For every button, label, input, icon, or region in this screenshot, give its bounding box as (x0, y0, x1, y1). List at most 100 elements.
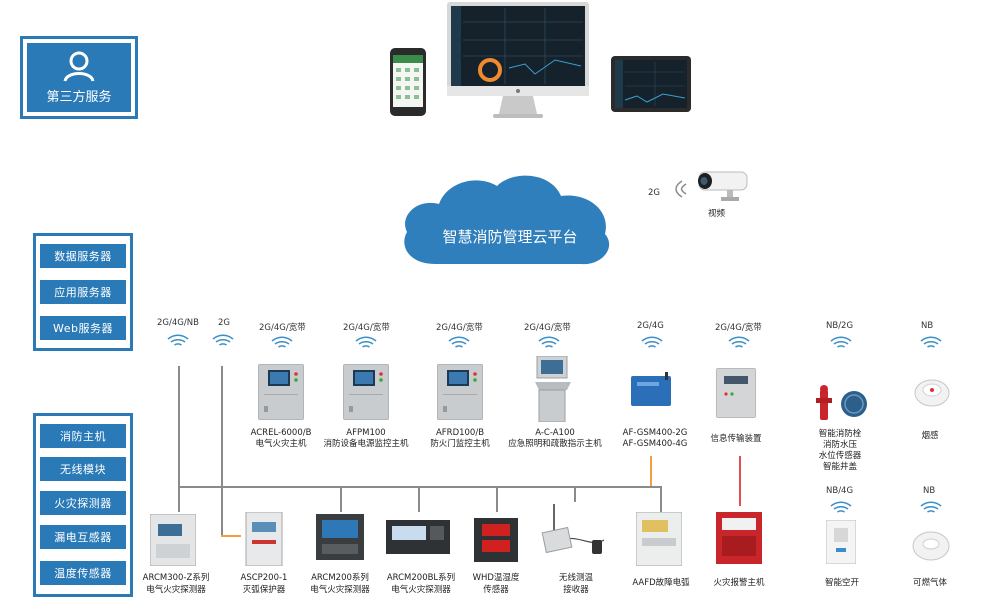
cloud-platform (404, 175, 610, 265)
wifi-icon (830, 501, 852, 515)
device-name: 火灾报警主机 (713, 578, 765, 588)
gas-detector-icon (912, 531, 950, 561)
temperature-sensor-button[interactable]: 温度传感器 (40, 561, 126, 585)
arc-fault-detector-icon (636, 512, 682, 566)
camera-network-label: 2G (648, 188, 660, 198)
web-server-button[interactable]: Web服务器 (40, 316, 126, 340)
user-icon (63, 51, 95, 82)
arc-protector-icon (245, 512, 283, 566)
device-name: 信息传输装置 (710, 434, 762, 444)
smoke-detector-icon (914, 379, 950, 407)
device-name: 可燃气体 (912, 578, 947, 588)
phone-icon (390, 48, 426, 116)
device-name: 智能空开 (824, 578, 859, 588)
wireless-module-button[interactable]: 无线模块 (40, 457, 126, 481)
cabinet-icon (258, 364, 304, 420)
third-party-service[interactable]: 第三方服务 (20, 36, 138, 119)
device-name: 应急照明和疏散指示主机 (508, 439, 602, 449)
network-label: 2G/4G/宽带 (436, 323, 483, 333)
device-name: 接收器 (563, 585, 589, 595)
camera-icon (698, 171, 748, 201)
wifi-icon (212, 334, 234, 348)
connector-line (650, 456, 652, 486)
network-label: 2G/4G/NB (157, 318, 199, 328)
wifi-icon (448, 336, 470, 350)
network-label: 2G (218, 318, 230, 328)
wireless-receiver-icon (541, 504, 605, 554)
wifi-icon (830, 336, 852, 350)
device-name: 智能井盖 (822, 462, 857, 472)
console-icon (535, 356, 571, 422)
network-label: NB/2G (826, 321, 854, 331)
detector-device-icon (386, 520, 450, 554)
fire-detector-button[interactable]: 火灾探测器 (40, 491, 126, 515)
connector-line (574, 486, 576, 502)
tablet-icon (611, 56, 691, 112)
third-party-label: 第三方服务 (46, 90, 112, 105)
network-label: 2G/4G/宽带 (343, 323, 390, 333)
wifi-icon (538, 336, 560, 350)
device-name: 传感器 (483, 585, 509, 595)
wifi-icon (920, 501, 942, 515)
device-model: 无线测温 (558, 573, 593, 583)
client-devices-illustration (390, 2, 691, 118)
smart-breaker-icon (826, 520, 856, 564)
hydrant-icon (816, 385, 867, 420)
device-model: AFRD100/B (435, 428, 485, 438)
device-name: AAFD故障电弧 (632, 578, 690, 588)
connector-line (418, 486, 420, 512)
connector-line (496, 486, 498, 512)
network-label: NB (921, 321, 934, 331)
network-label: NB/4G (826, 486, 854, 496)
wifi-icon (271, 336, 293, 350)
cabinet-icon (437, 364, 483, 420)
network-label: 2G/4G/宽带 (715, 323, 762, 333)
device-name: 电气火灾探测器 (146, 585, 206, 595)
wifi-icon (728, 336, 750, 350)
detector-device-icon (316, 514, 364, 560)
device-model: A-C-A100 (535, 428, 575, 438)
device-model: ACREL-6000/B (250, 428, 312, 438)
bus-line (178, 486, 662, 488)
wifi-icon (167, 334, 189, 348)
connector-line (178, 486, 180, 512)
device-model: ARCM300-Z系列 (142, 573, 210, 583)
device-model: AF-GSM400-4G (622, 439, 688, 449)
device-model: AFPM100 (346, 428, 386, 438)
connector-line (221, 366, 223, 536)
device-name: 电气火灾探测器 (310, 585, 370, 595)
monitor-icon (447, 2, 589, 118)
app-server-button[interactable]: 应用服务器 (40, 280, 126, 304)
data-server-button[interactable]: 数据服务器 (40, 244, 126, 268)
transmission-device-icon (716, 368, 756, 418)
device-name: 电气火灾探测器 (391, 585, 451, 595)
device-model: ARCM200BL系列 (386, 573, 456, 583)
fire-host-button[interactable]: 消防主机 (40, 424, 126, 448)
network-label: 2G/4G (637, 321, 664, 331)
signal-waves-icon (675, 180, 687, 198)
detector-device-icon (150, 514, 196, 566)
connector-line (739, 456, 741, 506)
wifi-icon (355, 336, 377, 350)
connector-line (178, 366, 180, 488)
device-name: 水位传感器 (818, 451, 862, 461)
device-model: ARCM200系列 (311, 573, 369, 583)
device-name: 灭弧保护器 (242, 585, 286, 595)
connector-line (660, 486, 662, 512)
device-model: ASCP200-1 (240, 573, 288, 583)
leakage-transformer-button[interactable]: 漏电互感器 (40, 525, 126, 549)
device-name: 防火门监控主机 (430, 439, 490, 449)
fire-alarm-host-icon (716, 512, 762, 564)
device-name: 电气火灾主机 (255, 439, 307, 449)
network-label: NB (923, 486, 936, 496)
network-label: 2G/4G/宽带 (524, 323, 571, 333)
device-name: 消防水压 (822, 440, 857, 450)
cabinet-icon (343, 364, 389, 420)
wifi-icon (920, 336, 942, 350)
network-label: 2G/4G/宽带 (259, 323, 306, 333)
device-name: 消防设备电源监控主机 (323, 439, 409, 449)
device-model: AF-GSM400-2G (622, 428, 688, 438)
device-model: WHD温湿度 (472, 573, 520, 583)
device-name: 烟感 (921, 431, 939, 441)
camera-label: 视频 (708, 209, 726, 219)
